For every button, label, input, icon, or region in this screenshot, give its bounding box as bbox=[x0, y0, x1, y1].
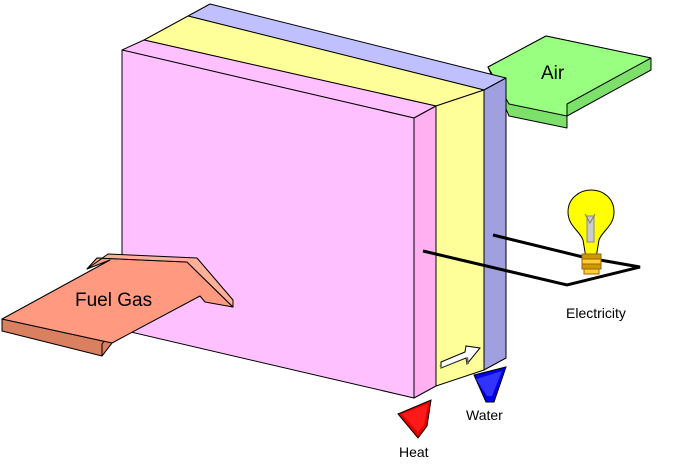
air-label: Air bbox=[541, 63, 565, 84]
water-label: Water bbox=[466, 407, 503, 423]
fuel-gas-label: Fuel Gas bbox=[75, 290, 152, 311]
heat-arrow bbox=[397, 399, 432, 439]
light-bulb-icon bbox=[567, 189, 615, 275]
electricity-label: Electricity bbox=[566, 305, 626, 321]
heat-label: Heat bbox=[399, 444, 429, 460]
anode-layer bbox=[121, 39, 437, 399]
air-arrow bbox=[487, 35, 652, 129]
water-arrow bbox=[473, 366, 507, 403]
ion-flow-arrow-icon bbox=[439, 345, 481, 369]
cathode-layer bbox=[187, 3, 507, 371]
fuel-gas-arrow bbox=[1, 253, 234, 357]
electricity-circuit-wire bbox=[422, 233, 641, 287]
